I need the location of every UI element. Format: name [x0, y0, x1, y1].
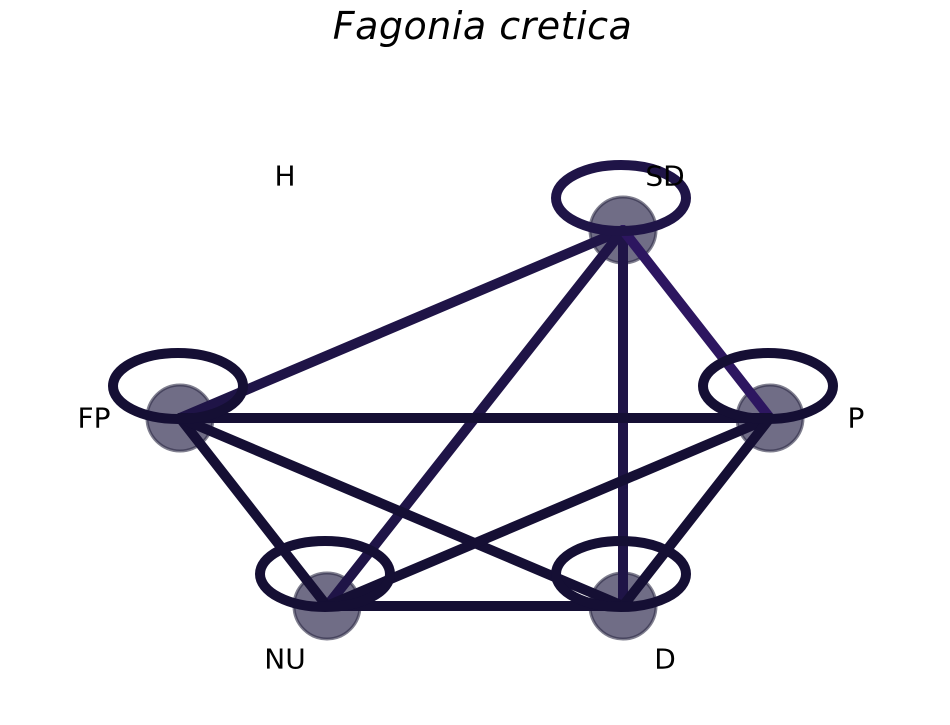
edge-fp-nu: [175, 413, 332, 611]
node-label-h: H: [274, 160, 295, 193]
node-label-p: P: [848, 402, 865, 435]
node-label-d: D: [654, 643, 676, 676]
self-loop-nu: [255, 536, 395, 612]
edge-sd-fp: [175, 225, 628, 423]
node-label-sd: SD: [645, 160, 684, 193]
self-loop-sd: [551, 160, 691, 236]
node-label-fp: FP: [78, 402, 111, 435]
node-label-nu: NU: [264, 643, 305, 676]
self-loop-d: [551, 536, 691, 612]
diagram-title: Fagonia cretica: [332, 4, 633, 48]
edge-fp-d: [175, 413, 628, 611]
edge-sd-p: [618, 225, 775, 423]
edge-nu-p: [322, 413, 775, 611]
self-loop-p: [698, 348, 838, 424]
self-loop-fp: [108, 348, 248, 424]
edge-d-p: [618, 413, 775, 611]
